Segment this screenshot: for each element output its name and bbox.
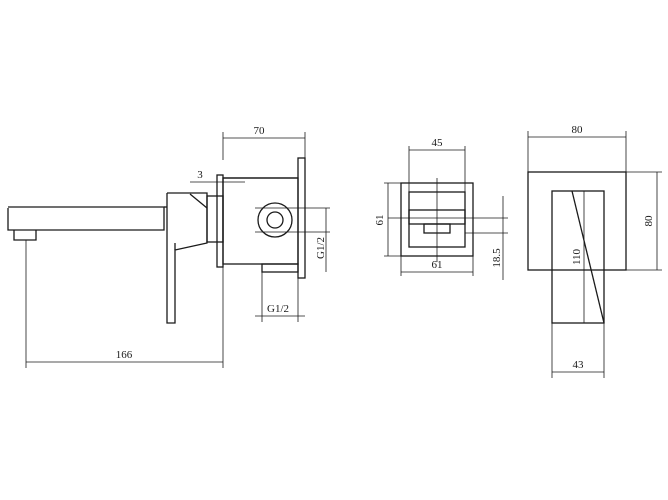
dim-label-3: 3 [197,169,203,181]
dim-61-vertical: 61 [374,182,401,257]
dim-70: 70 [222,125,306,160]
dim-110: 110 [571,191,585,323]
dim-80-right: 80 [626,171,662,271]
dim-label-43: 43 [573,359,585,371]
dim-3: 3 [190,169,245,183]
dim-label-g12-bottom: G1/2 [267,303,289,315]
dim-80-top: 80 [527,124,627,172]
dim-45: 45 [408,137,466,192]
dim-label-80-top: 80 [572,124,584,136]
dim-label-166: 166 [116,349,133,361]
dim-g12-right: G1/2 [315,208,327,272]
wall-flange [206,174,298,268]
dim-166: 166 [25,240,224,368]
dim-18-5: 18.5 [465,196,508,280]
valve-body [222,157,330,279]
dim-61-horizontal: 61 [400,256,474,276]
dim-label-80-right: 80 [643,215,655,227]
dim-label-61-horizontal: 61 [432,259,443,271]
front-view: 45 61 61 18.5 [374,137,508,280]
dim-label-61-vertical: 61 [374,215,386,226]
plate-view: 80 80 110 43 [527,124,662,378]
dim-g12-bottom: G1/2 [255,272,305,322]
dim-label-110: 110 [571,248,583,265]
dim-label-70: 70 [254,125,266,137]
dim-label-18-5: 18.5 [491,248,503,268]
handle-lever [166,192,208,324]
dim-label-g12-right: G1/2 [315,237,327,259]
dim-label-45: 45 [432,137,444,149]
side-view: 70 3 G1/2 G1/2 166 [7,125,330,368]
spout-outline [7,206,167,241]
dim-43: 43 [551,323,605,378]
